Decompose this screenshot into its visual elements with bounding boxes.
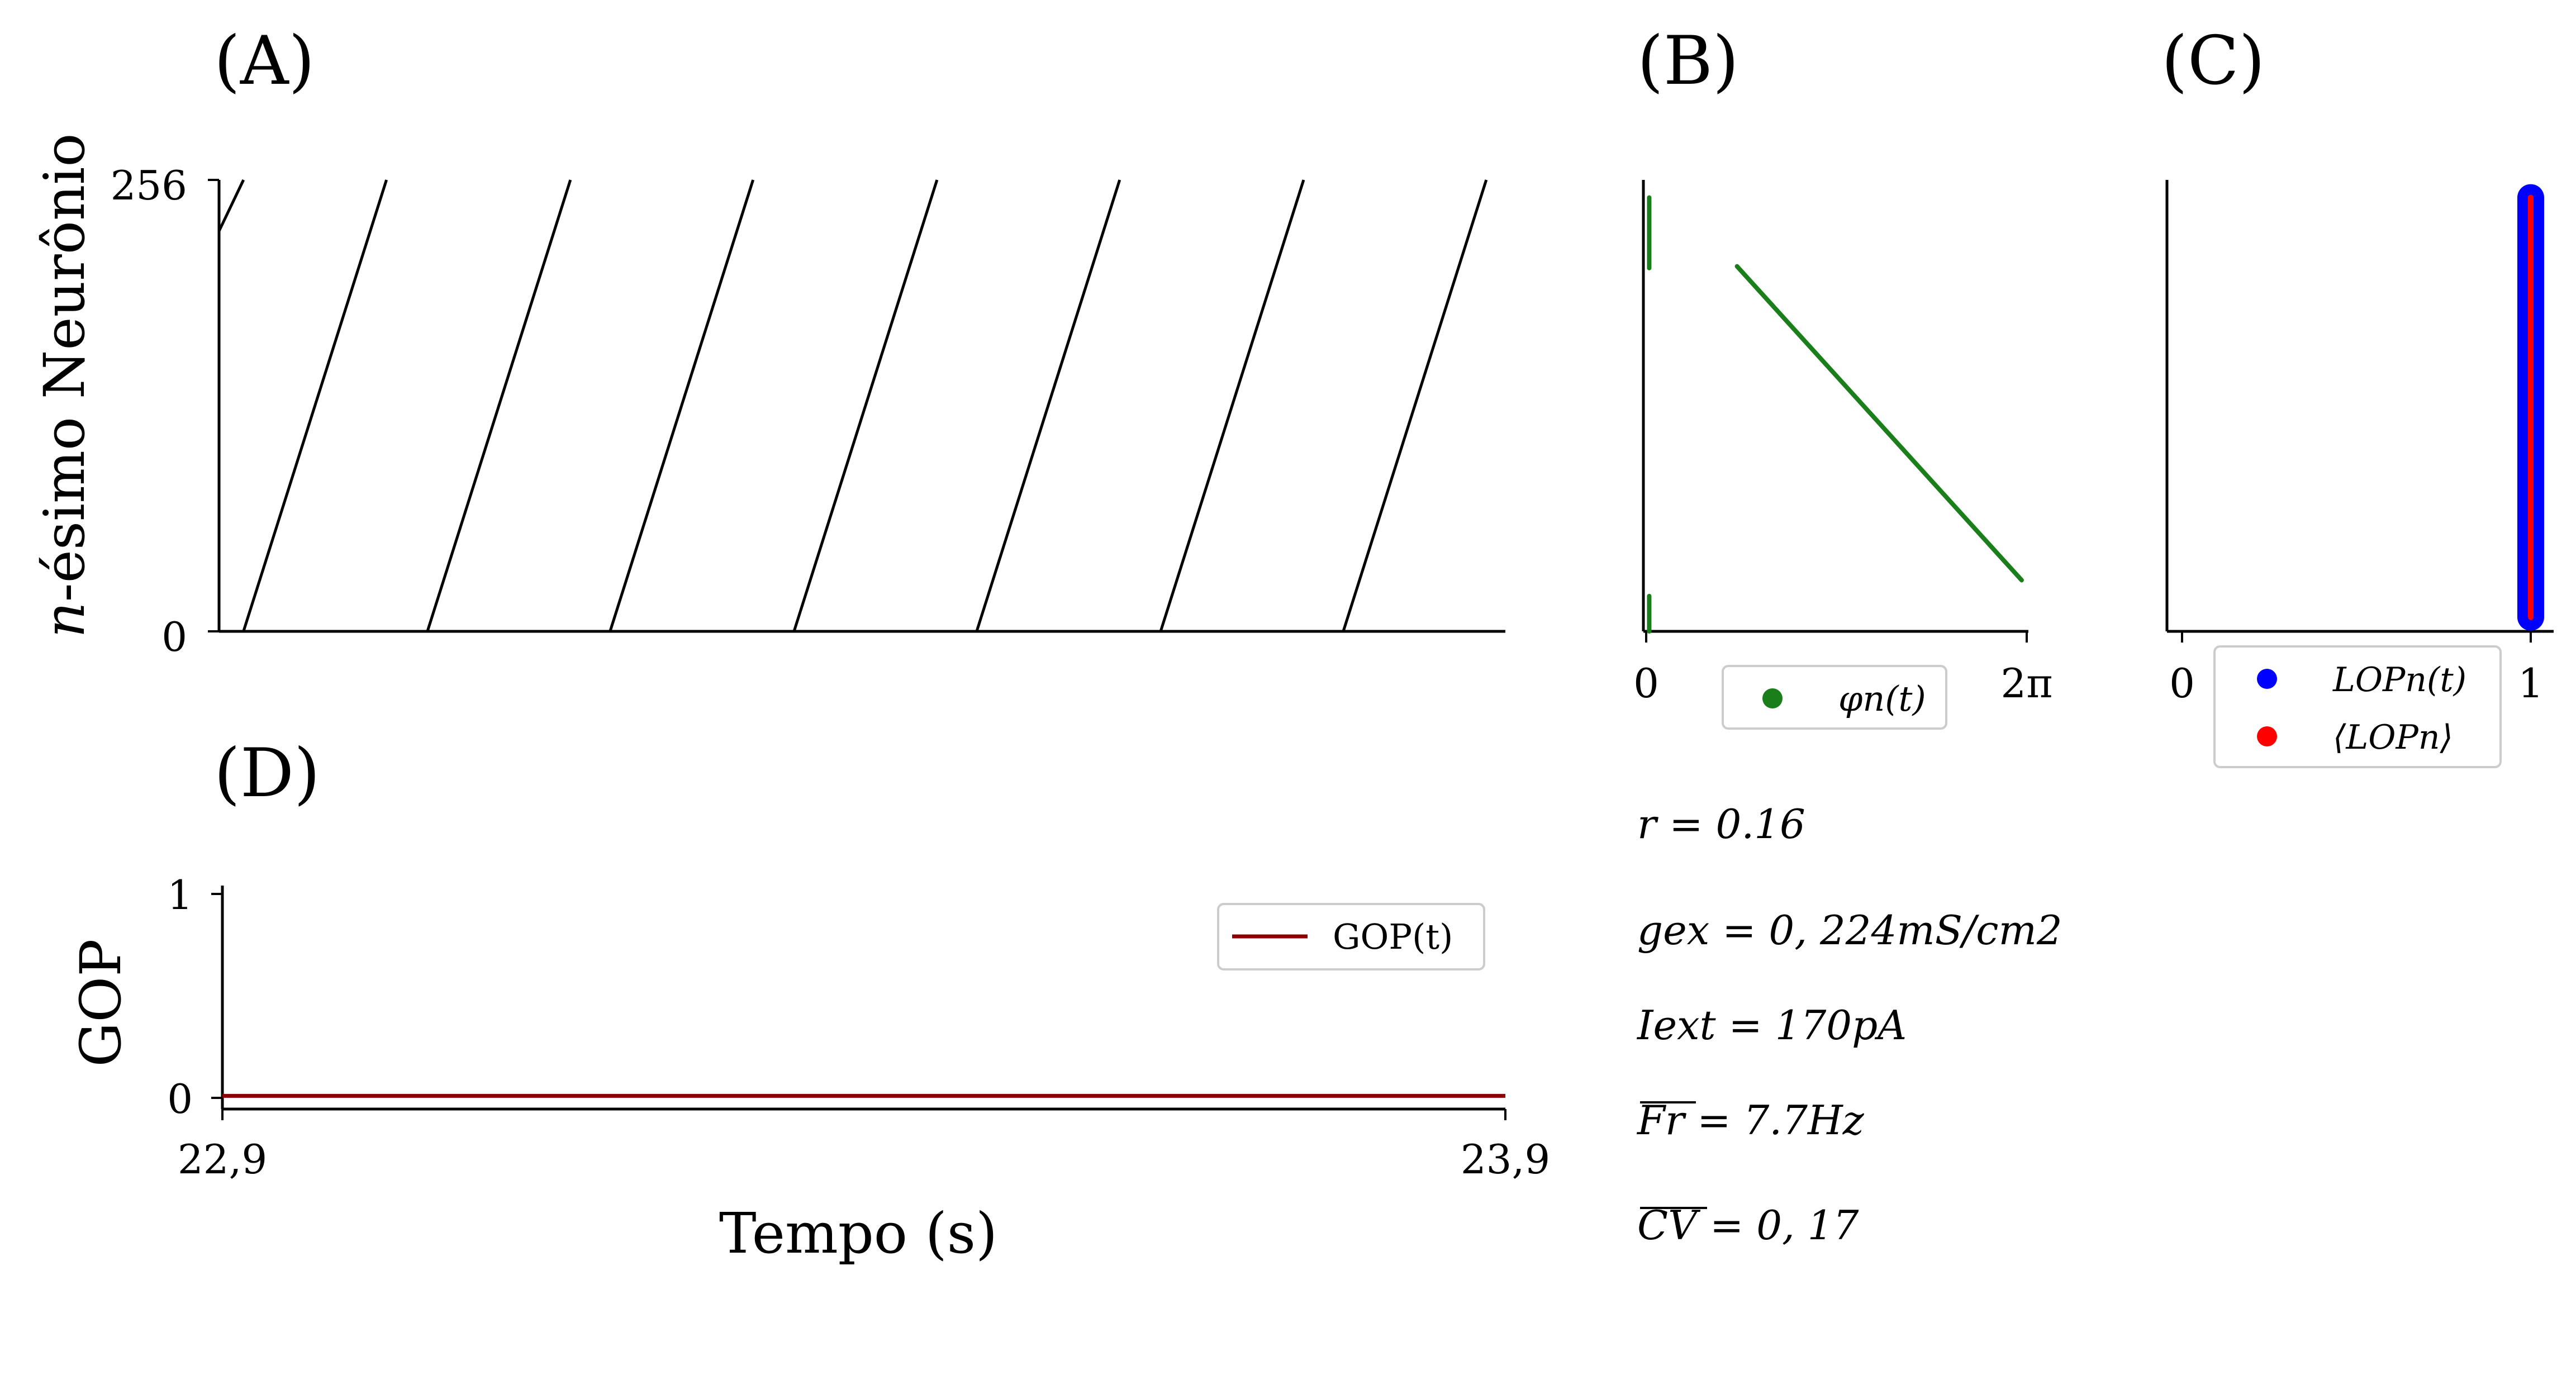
raster-lines xyxy=(217,179,1488,632)
panel-c-legend-label-mean: ⟨LOPn⟩ xyxy=(2333,718,2453,757)
panel-d-ylabel: GOP xyxy=(68,939,134,1067)
raster-wave-5 xyxy=(1159,179,1305,632)
panel-c-xtick-label-0: 0 xyxy=(2169,660,2195,707)
raster-wave-0 xyxy=(242,179,388,632)
panel-d-ytick-label-0: 0 xyxy=(167,1076,193,1122)
raster-wave-4 xyxy=(975,179,1121,632)
panel-c-legend-marker-lop xyxy=(2257,669,2277,689)
panel-d: (D) GOP 0 1 22,9 23,9 Tempo (s) GOP(t) xyxy=(68,735,1550,1266)
panel-d-label: (D) xyxy=(214,735,320,812)
param-gex: gex = 0, 224mS/cm2 xyxy=(1637,907,2062,954)
panel-a-ylabel: n-ésimo Neurônio xyxy=(32,133,97,637)
panel-d-legend-label: GOP(t) xyxy=(1333,916,1453,957)
panel-c: (C) 0 1 LOPn(t) ⟨LOPn⟩ xyxy=(2161,22,2554,768)
panel-b-xtick-label-0: 0 xyxy=(1633,660,1659,707)
panel-c-legend-label-lop: LOPn(t) xyxy=(2332,660,2466,700)
panel-d-xlabel: Tempo (s) xyxy=(719,1201,997,1266)
panel-a: (A) n-ésimo Neurônio 0 256 xyxy=(32,22,1505,660)
panel-b: (B) 0 2π φn(t) xyxy=(1633,22,2053,730)
param-r: r = 0.16 xyxy=(1637,801,1805,848)
raster-wave-1 xyxy=(426,179,572,632)
raster-wave-partial xyxy=(217,179,245,232)
panel-d-ytick-label-1: 1 xyxy=(167,872,193,919)
phase-series xyxy=(1647,195,2024,634)
panel-a-label: (A) xyxy=(214,22,315,100)
param-fr: Fr = 7.7Hz xyxy=(1636,1097,1865,1144)
param-iext: Iext = 170pA xyxy=(1636,1002,1907,1049)
panel-c-legend-marker-mean xyxy=(2257,726,2277,746)
panel-b-legend-label: φn(t) xyxy=(1838,678,1926,719)
panel-b-legend-box xyxy=(1722,665,1947,730)
panel-d-xtick-label-start: 22,9 xyxy=(178,1136,267,1183)
panel-b-legend-marker xyxy=(1762,688,1783,708)
panel-c-legend-box xyxy=(2213,645,2502,768)
parameters: r = 0.16 gex = 0, 224mS/cm2 Iext = 170pA… xyxy=(1636,801,2062,1249)
phase-segment-2 xyxy=(1734,264,2024,583)
raster-wave-2 xyxy=(609,179,755,632)
panel-b-label: (B) xyxy=(1637,22,1739,100)
param-cv: CV = 0, 17 xyxy=(1637,1202,1859,1249)
panel-d-legend-box xyxy=(1217,903,1485,970)
panel-c-xtick-label-1: 1 xyxy=(2518,660,2544,707)
panel-a-ytick-label-0: 0 xyxy=(161,613,187,660)
panel-b-xtick-label-2pi: 2π xyxy=(2000,660,2052,707)
raster-wave-6 xyxy=(1342,179,1488,632)
raster-wave-3 xyxy=(792,179,939,632)
panel-d-xtick-label-end: 23,9 xyxy=(1461,1136,1550,1183)
panel-a-ytick-label-256: 256 xyxy=(111,162,187,209)
panel-c-label: (C) xyxy=(2161,22,2265,100)
